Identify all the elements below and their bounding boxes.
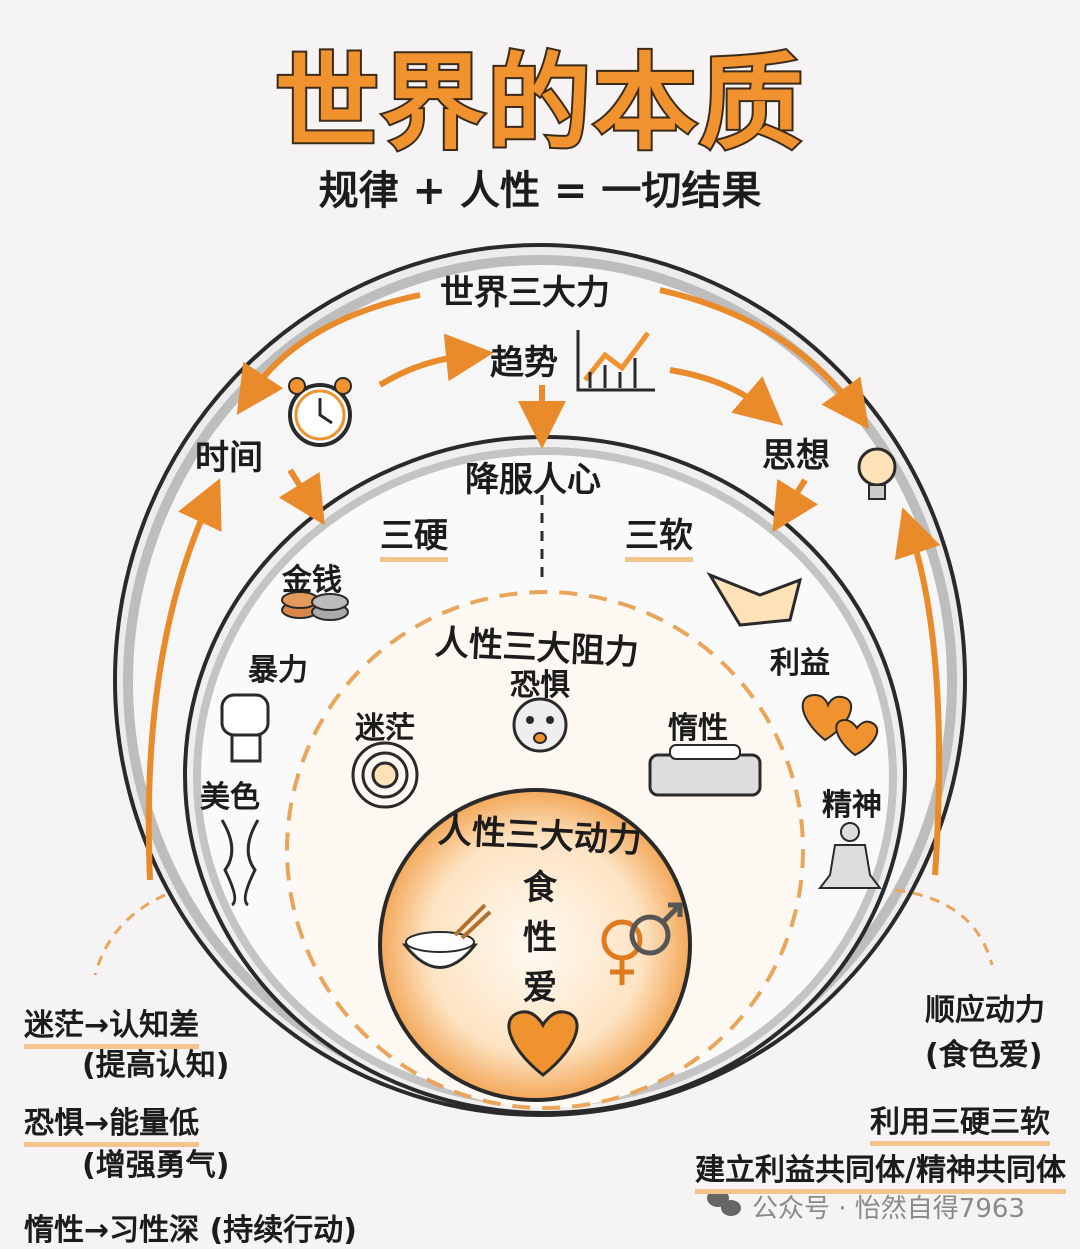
inner-core-circle [378,788,692,1102]
resistance-fear: 恐惧 [510,668,570,703]
right-note-line4: 建立利益共同体/精神共同体 [695,1145,1066,1194]
force-thought: 思想 [762,436,830,476]
right-note-line3: 利用三硬三软 [870,1097,1050,1146]
dashed-arrows [93,888,994,976]
coins-icon [281,591,349,621]
sleeping-on-sofa-icon [648,744,762,797]
soft-item-spirit: 精神 [822,788,882,823]
page-title: 世界的本质 [273,40,805,166]
hard-item-violence: 暴力 [248,653,308,688]
resistance-confusion: 迷茫 [355,711,415,746]
gender-symbols-icon [601,902,683,985]
flow-arrows [145,287,943,881]
heart-icon [507,1010,579,1077]
female-figure-icon [220,819,260,907]
alarm-clock-icon [288,377,352,447]
left-note-2-sub: (增强勇气) [82,1148,230,1183]
force-time: 时间 [195,438,263,478]
rice-bowl-icon [401,903,492,969]
handshake-icon [706,571,803,627]
hard-item-money: 金钱 [282,563,342,598]
soft-item-interest: 利益 [770,646,830,681]
core-sex: 性 [523,918,557,958]
force-trend: 趋势 [490,343,558,383]
watermark: 公众号 · 怡然自得7963 [752,1194,1025,1224]
right-note-line1: 顺应动力 [925,993,1045,1028]
resistance-laziness: 惰性 [668,711,728,746]
core-love: 爱 [523,968,557,1008]
middle-ring-label: 降服人心 [465,460,601,500]
maze-icon [351,741,419,809]
hard-label: 三硬 [380,508,448,562]
worried-face-icon [512,697,568,753]
soft-label: 三软 [625,508,693,562]
hard-item-beauty: 美色 [200,780,260,815]
outer-ring-label: 世界三大力 [440,273,610,313]
light-bulb-icon [857,447,897,500]
left-note-1: 迷茫→认知差 [24,1000,200,1049]
left-note-1-sub: (提高认知) [82,1048,230,1083]
left-note-3: 惰性→习性深 (持续行动) [24,1205,357,1249]
hearts-icon [801,693,879,757]
left-note-2: 恐惧→能量低 [24,1098,200,1147]
fist-icon [220,693,270,763]
subtitle-formula: 规律 + 人性 = 一切结果 [318,168,762,214]
meditation-icon [817,822,883,889]
trend-chart-icon [576,330,655,392]
core-food: 食 [523,868,557,908]
right-note-line2: (食色爱) [925,1038,1043,1073]
